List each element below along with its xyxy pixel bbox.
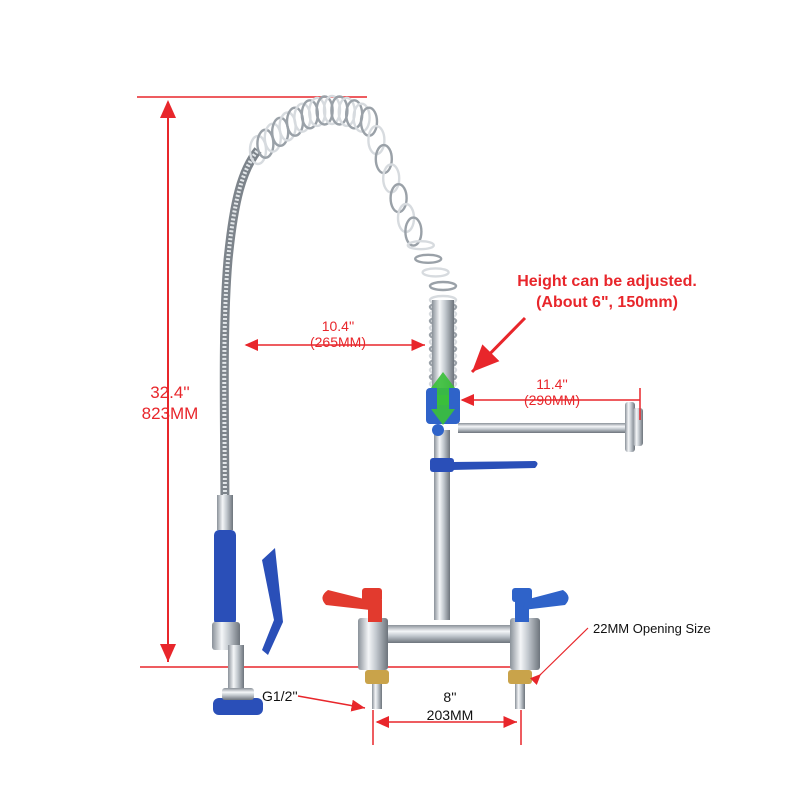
spring-coil-turn xyxy=(389,182,408,214)
wall-bracket-icon xyxy=(458,402,643,452)
height-adjust-collar xyxy=(426,372,460,436)
spring-coil-turn xyxy=(374,143,393,175)
height-label: 32.4'' 823MM xyxy=(130,382,210,425)
arm-metric: (290MM) xyxy=(523,392,580,409)
thread-arrow xyxy=(297,695,366,712)
riser-pipe xyxy=(432,300,454,620)
riser-lever xyxy=(430,458,538,472)
cold-handle xyxy=(512,588,569,610)
arm-dimension xyxy=(460,388,641,420)
spring-coil-turn xyxy=(406,239,435,251)
spacing-metric: 203MM xyxy=(426,707,474,724)
spray-valve-icon xyxy=(212,495,283,715)
height-metric: 823MM xyxy=(141,404,199,424)
spring-coil-turn xyxy=(382,163,401,194)
reach-metric: (265MM) xyxy=(309,334,366,351)
spacing-imperial: 8'' xyxy=(443,689,457,705)
adjust-note-line1: Height can be adjusted. xyxy=(517,273,697,290)
reach-imperial: 10.4'' xyxy=(321,318,355,334)
pull-down-hose xyxy=(219,147,262,521)
height-imperial: 32.4'' xyxy=(150,383,190,402)
spring-coil-turn xyxy=(352,102,371,133)
hot-handle xyxy=(322,588,382,610)
spacing-dimension xyxy=(372,710,522,745)
spring-coil-turn xyxy=(404,216,423,247)
opening-size-label: 22MM Opening Size xyxy=(593,621,711,636)
spring-coil-turn xyxy=(421,267,450,278)
reach-label: 10.4'' (265MM) xyxy=(298,318,378,350)
spacing-label: 8'' 203MM xyxy=(410,688,490,724)
adjust-note: Height can be adjusted. (About 6", 150mm… xyxy=(494,272,720,314)
spring-coil-turn xyxy=(428,280,458,292)
thread-label: G1/2'' xyxy=(262,688,298,704)
arm-label: 11.4'' (290MM) xyxy=(512,376,592,408)
adjust-note-line2: (About 6", 150mm) xyxy=(536,293,678,311)
note-arrow xyxy=(470,316,527,374)
spring-coil-turn xyxy=(414,253,443,264)
arm-imperial: 11.4'' xyxy=(536,376,568,392)
opening-size-leader xyxy=(529,627,589,686)
deck-body xyxy=(358,600,540,709)
